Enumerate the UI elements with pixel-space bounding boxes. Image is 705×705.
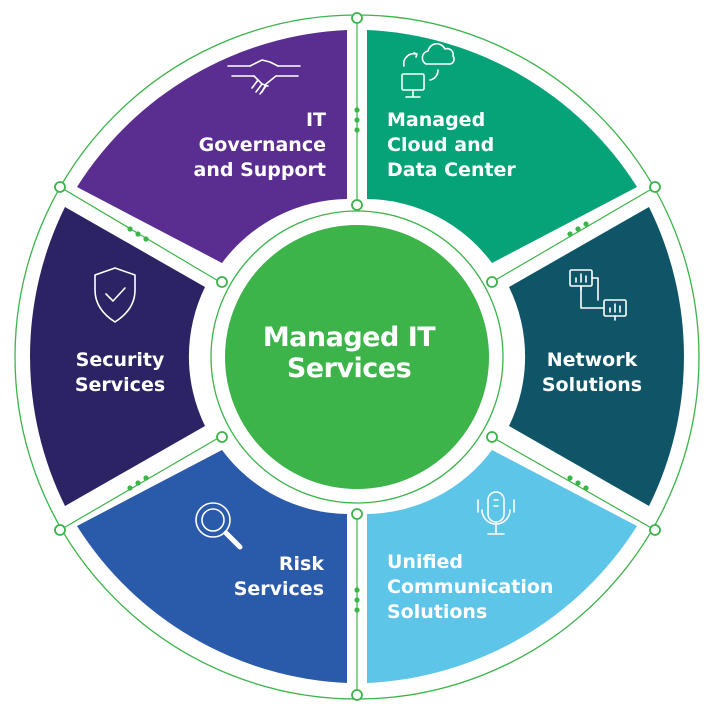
ring-nodes: [54, 12, 661, 701]
label-security-services: Security Services: [74, 349, 166, 396]
center-title: Managed IT Services: [224, 322, 474, 384]
shield-check-icon: [94, 267, 136, 323]
segment-network-solutions: [509, 207, 684, 506]
label-it-governance: IT Governance and Support: [193, 109, 326, 181]
segment-risk-services: [77, 450, 347, 683]
magnifier-icon: [195, 502, 243, 550]
microphone-icon: [477, 491, 515, 535]
label-managed-cloud: Managed Cloud and Data Center: [387, 109, 516, 181]
segment-unified-communication: [367, 450, 637, 683]
network-icon: [569, 269, 627, 321]
segment-it-governance: [77, 30, 347, 263]
center-circle: [225, 225, 489, 489]
cloud-computer-icon: [401, 43, 455, 98]
segment-security-services: [30, 207, 205, 506]
gap-connectors: [59, 18, 656, 695]
label-unified-communication: Unified Communication Solutions: [387, 551, 554, 623]
center-title-line2: Services: [286, 353, 412, 384]
label-risk-services: Risk Services: [233, 553, 324, 600]
label-network-solutions: Network Solutions: [541, 349, 643, 396]
handshake-icon: [227, 59, 301, 95]
center-title-line1: Managed IT: [262, 322, 436, 353]
segment-managed-cloud: [367, 30, 637, 263]
inner-ring: [210, 210, 504, 504]
